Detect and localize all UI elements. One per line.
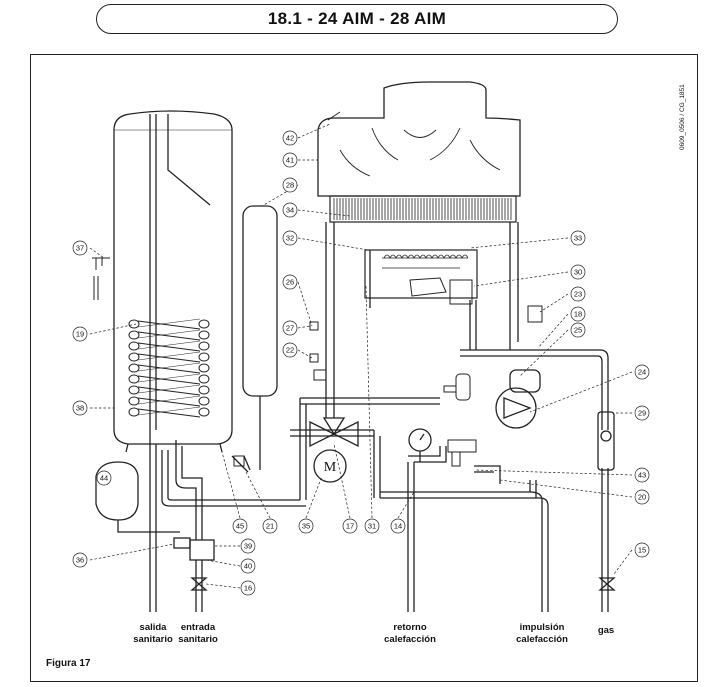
dhw-piping xyxy=(117,430,251,612)
callout-30: 30 xyxy=(570,264,586,280)
callout-42-label: 42 xyxy=(286,134,294,143)
callout-34-label: 34 xyxy=(286,206,294,215)
label-salida-l1: salida xyxy=(140,622,168,633)
callout-37-label: 37 xyxy=(76,244,84,253)
callout-45-label: 45 xyxy=(236,522,244,531)
callout-40-label: 40 xyxy=(244,562,252,571)
callout-19-label: 19 xyxy=(76,330,84,339)
callout-25: 25 xyxy=(570,322,586,338)
misc-components xyxy=(92,111,543,467)
callout-21: 21 xyxy=(262,518,278,534)
callout-38-label: 38 xyxy=(76,404,84,413)
callout-40: 40 xyxy=(240,558,256,574)
label-retorno-l1: retorno xyxy=(393,622,426,633)
callout-14-label: 14 xyxy=(394,522,402,531)
expansion-vessel xyxy=(242,205,278,470)
heat-exchanger xyxy=(329,195,517,223)
callout-36: 36 xyxy=(72,552,88,568)
callout-28: 28 xyxy=(282,177,298,193)
dhw-expansion-vessel xyxy=(95,461,139,521)
callout-44: 44 xyxy=(96,470,112,486)
callout-42: 42 xyxy=(282,130,298,146)
callout-17-label: 17 xyxy=(346,522,354,531)
label-gas: gas xyxy=(598,625,614,636)
callout-28-label: 28 xyxy=(286,181,294,190)
label-entrada-l2: sanitario xyxy=(178,634,218,645)
label-retorno-l2: calefacción xyxy=(384,634,436,645)
callout-33-label: 33 xyxy=(574,234,582,243)
gas-line xyxy=(597,411,615,612)
callout-24-label: 24 xyxy=(638,368,646,377)
callout-30-label: 30 xyxy=(574,268,582,277)
motor-symbol: M xyxy=(324,460,337,475)
callout-16: 16 xyxy=(240,580,256,596)
storage-tank xyxy=(113,110,233,453)
callout-45: 45 xyxy=(232,518,248,534)
callout-22: 22 xyxy=(282,342,298,358)
label-entrada-l1: entrada xyxy=(181,622,216,633)
callout-41: 41 xyxy=(282,152,298,168)
heating-coil xyxy=(128,318,210,418)
callout-31: 31 xyxy=(364,518,380,534)
callout-23-label: 23 xyxy=(574,290,582,299)
isolation-valves xyxy=(173,537,616,591)
circulation-pump xyxy=(495,369,541,429)
burner xyxy=(364,249,478,308)
callout-33: 33 xyxy=(570,230,586,246)
callout-16-label: 16 xyxy=(244,584,252,593)
leader-lines xyxy=(89,123,633,589)
figure-caption: Figura 17 xyxy=(46,658,91,669)
callout-18: 18 xyxy=(570,306,586,322)
label-salida-l2: sanitario xyxy=(133,634,173,645)
heating-circuit-piping xyxy=(240,222,609,612)
callout-38: 38 xyxy=(72,400,88,416)
callout-37: 37 xyxy=(72,240,88,256)
callout-32-label: 32 xyxy=(286,234,294,243)
callout-35: 35 xyxy=(298,518,314,534)
callout-29-label: 29 xyxy=(638,409,646,418)
callout-22-label: 22 xyxy=(286,346,294,355)
callout-29: 29 xyxy=(634,405,650,421)
callout-32: 32 xyxy=(282,230,298,246)
callout-44-label: 44 xyxy=(100,474,108,483)
label-impulsion-l2: calefacción xyxy=(516,634,568,645)
page-title: 18.1 - 24 AIM - 28 AIM xyxy=(96,4,618,34)
page-title-text: 18.1 - 24 AIM - 28 AIM xyxy=(267,9,447,28)
callout-25-label: 25 xyxy=(574,326,582,335)
drawing-code: 0609_0506 / CG_1851 xyxy=(679,84,686,150)
callout-23: 23 xyxy=(570,286,586,302)
callout-26-label: 26 xyxy=(286,278,294,287)
callout-27-label: 27 xyxy=(286,324,294,333)
callout-14: 14 xyxy=(390,518,406,534)
callout-31-label: 31 xyxy=(368,522,376,531)
callout-18-label: 18 xyxy=(574,310,582,319)
callout-34: 34 xyxy=(282,202,298,218)
callout-35-label: 35 xyxy=(302,522,310,531)
callout-43: 43 xyxy=(634,467,650,483)
callout-17: 17 xyxy=(342,518,358,534)
callout-39-label: 39 xyxy=(244,542,252,551)
pressure-gauge xyxy=(408,428,432,462)
callout-27: 27 xyxy=(282,320,298,336)
three-way-valve xyxy=(309,417,359,483)
callout-19: 19 xyxy=(72,326,88,342)
connection-labels: salida sanitario entrada sanitario retor… xyxy=(46,84,686,669)
callout-21-label: 21 xyxy=(266,522,274,531)
callout-15: 15 xyxy=(634,542,650,558)
callout-39: 39 xyxy=(240,538,256,554)
callout-36-label: 36 xyxy=(76,556,84,565)
figure-frame xyxy=(30,54,698,682)
callout-15-label: 15 xyxy=(638,546,646,555)
callout-20: 20 xyxy=(634,489,650,505)
callout-41-label: 41 xyxy=(286,156,294,165)
callout-markers: 42 41 28 34 32 33 37 30 23 26 18 25 27 22 19 24 38 29 44 43… xyxy=(72,130,650,596)
combustion-hood xyxy=(317,81,521,197)
callout-43-label: 43 xyxy=(638,471,646,480)
callout-24: 24 xyxy=(634,364,650,380)
callout-20-label: 20 xyxy=(638,493,646,502)
label-impulsion-l1: impulsión xyxy=(520,622,565,633)
callout-26: 26 xyxy=(282,274,298,290)
